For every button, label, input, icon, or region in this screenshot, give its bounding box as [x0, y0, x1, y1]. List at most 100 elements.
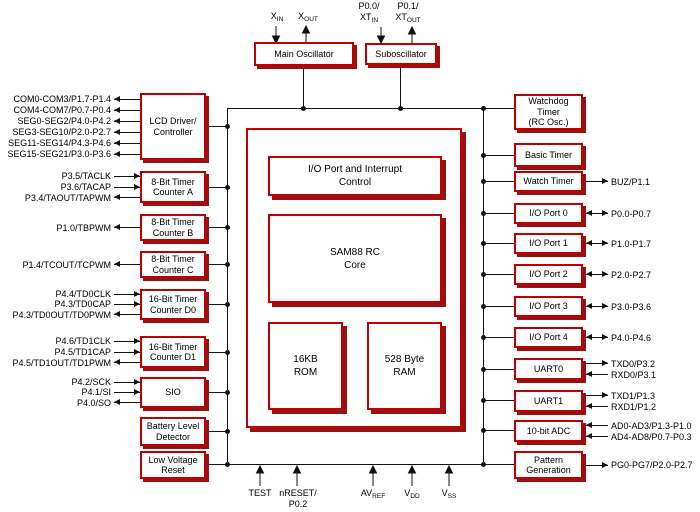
watch-timer-signals: BUZ/P1.1	[586, 171, 698, 192]
signal-label: COM4-COM7/P0.7-P0.4	[13, 105, 111, 115]
block-label: Low Voltage Reset	[148, 454, 198, 476]
signal-label: P4.5/TD1OUT/TD1PWM	[12, 357, 111, 368]
block-label: I/O Port 4	[529, 332, 568, 343]
block-label: UART1	[533, 395, 564, 406]
block-uart0: UART0	[514, 358, 583, 380]
block-io-port-4: I/O Port 4	[514, 327, 583, 348]
pattern-generation-signals: PG0-PG7/P2.0-P2.7	[586, 451, 698, 479]
port2-signals: P2.0-P2.7	[586, 264, 698, 285]
signal-label: SEG11-SEG14/P4.3-P4.6	[8, 138, 111, 148]
signal-row: P4.0/SO	[77, 398, 140, 408]
signal-label: SEG0-SEG2/P4.0-P4.2	[17, 116, 111, 126]
signal-row: P1.0-P1.7	[586, 238, 651, 249]
block-main-oscillator: Main Oscillator	[254, 42, 354, 66]
block-timer-d1: 16-Bit Timer Counter D1	[140, 336, 206, 368]
signal-label: SEG15-SEG21/P3.0-P3.6	[7, 149, 111, 159]
block-label: I/O Port 3	[529, 301, 568, 312]
port0-signals: P0.0-P0.7	[586, 203, 698, 224]
block-timer-c: 8-Bit Timer Counter C	[140, 251, 206, 278]
pin-xtout: P0.1/XTOUT	[395, 1, 421, 24]
arrow-in-icon	[114, 388, 140, 396]
signal-label: AD4-AD8/P0.7-P0.3	[611, 431, 692, 442]
signal-label: P4.6/TD1CLK	[55, 336, 111, 347]
signal-label: TXD1/P1.3	[611, 390, 656, 401]
signal-row: P1.4/TCOUT/TCPWM	[22, 259, 140, 270]
signal-label: P4.2/SCK	[71, 377, 111, 388]
arrow-out-icon	[114, 106, 140, 114]
block-label: Suboscillator	[375, 48, 427, 59]
block-adc: 10-bit ADC	[514, 420, 583, 442]
block-timer-d0: 16-Bit Timer Counter D0	[140, 289, 206, 320]
signal-label: P4.0-P4.6	[611, 332, 652, 343]
timer-b-signals: P1.0/TBPWM	[0, 214, 140, 241]
signal-row: SEG15-SEG21/P3.0-P3.6	[7, 149, 140, 160]
signal-row: AD4-AD8/P0.7-P0.3	[586, 431, 692, 442]
signal-label: P1.0-P1.7	[611, 238, 652, 249]
block-io-port-1: I/O Port 1	[514, 233, 583, 254]
signal-label: P3.6/TACAP	[60, 182, 111, 192]
signal-row: RXD0/P3.1	[586, 369, 656, 380]
block-lcd-driver-controller: LCD Driver/ Controller	[140, 93, 206, 160]
system-bus-rect	[227, 108, 484, 465]
timer-d1-signals: P4.6/TD1CLK P4.5/TD1CAP P4.5/TD1OUT/TD1P…	[0, 336, 140, 368]
block-timer-a: 8-Bit Timer Counter A	[140, 171, 206, 203]
signal-label: RXD1/P1.2	[611, 401, 657, 412]
signal-row: RXD1/P1.2	[586, 401, 656, 412]
arrow-out-icon	[114, 128, 140, 136]
block-label: SIO	[165, 387, 181, 398]
signal-row: P2.0-P2.7	[586, 269, 651, 280]
arrow-out-icon	[114, 95, 140, 103]
signal-row: P4.3/TD0CAP	[54, 299, 140, 309]
arrow-bidir-icon	[586, 334, 608, 341]
arrow-in-icon	[114, 337, 140, 345]
signal-label: P3.4/TAOUT/TAPWM	[24, 192, 111, 203]
signal-label: P4.5/TD1CAP	[54, 347, 111, 357]
pin-vdd: VDD	[404, 488, 420, 500]
arrow-out-icon	[586, 392, 608, 399]
pin-arrows	[255, 24, 454, 486]
signal-label: AD0-AD3/P1.3-P1.0	[611, 420, 692, 431]
timer-d0-signals: P4.4/TD0CLK P4.3/TD0CAP P4.3/TD0OUT/TD0P…	[0, 289, 140, 320]
arrow-in-icon	[114, 378, 140, 386]
signal-row: P4.6/TD1CLK	[55, 336, 140, 347]
arrow-in-icon	[114, 348, 140, 356]
arrow-in-icon	[114, 183, 140, 191]
signal-label: P1.0/TBPWM	[56, 222, 111, 233]
uart0-signals: TXD0/P3.2 RXD0/P3.1	[586, 358, 698, 380]
arrow-in-icon	[586, 371, 608, 378]
arrow-in-icon	[114, 172, 140, 180]
signal-row: SEG11-SEG14/P4.3-P4.6	[8, 138, 140, 149]
arrow-in-icon	[586, 422, 608, 429]
block-suboscillator: Suboscillator	[365, 43, 437, 65]
port4-signals: P4.0-P4.6	[586, 327, 698, 348]
signal-row: COM4-COM7/P0.7-P0.4	[13, 105, 140, 116]
block-label: Watch Timer	[523, 176, 574, 187]
signal-row: P3.4/TAOUT/TAPWM	[25, 192, 140, 203]
signal-label: P3.0-P3.6	[611, 301, 652, 312]
arrow-out-icon	[114, 399, 140, 407]
uart1-signals: TXD1/P1.3 RXD1/P1.2	[586, 390, 698, 412]
signal-label: P4.4/TD0CLK	[55, 289, 111, 300]
signal-row: SEG0-SEG2/P4.0-P4.2	[17, 116, 140, 127]
block-label: 528 Byte RAM	[384, 354, 425, 378]
block-battery-level-detector: Battery Level Detector	[140, 417, 206, 446]
block-label: I/O Port and Interrupt Control	[308, 164, 402, 188]
block-label: 16-Bit Timer Counter D1	[148, 341, 198, 363]
bus-lines	[206, 63, 514, 465]
block-label: I/O Port 2	[529, 269, 568, 280]
signal-row: P3.0-P3.6	[586, 301, 651, 312]
signal-row: P4.1/SI	[81, 387, 140, 397]
pin-vss: VSS	[441, 488, 457, 500]
signal-row: P4.3/TD0OUT/TD0PWM	[12, 310, 140, 320]
signal-label: P4.3/TD0OUT/TD0PWM	[12, 309, 111, 320]
lcd-signals: COM0-COM3/P1.7-P1.4 COM4-COM7/P0.7-P0.4 …	[0, 93, 140, 160]
signal-row: P3.5/TACLK	[62, 171, 140, 182]
pin-nreset: nRESET/ P0.2	[279, 488, 317, 509]
signal-label: P4.3/TD0CAP	[54, 299, 111, 310]
arrow-out-icon	[114, 224, 140, 231]
signal-row: P4.5/TD1OUT/TD1PWM	[12, 357, 140, 368]
block-rom: 16KB ROM	[268, 322, 343, 410]
block-io-port-3: I/O Port 3	[514, 296, 583, 317]
